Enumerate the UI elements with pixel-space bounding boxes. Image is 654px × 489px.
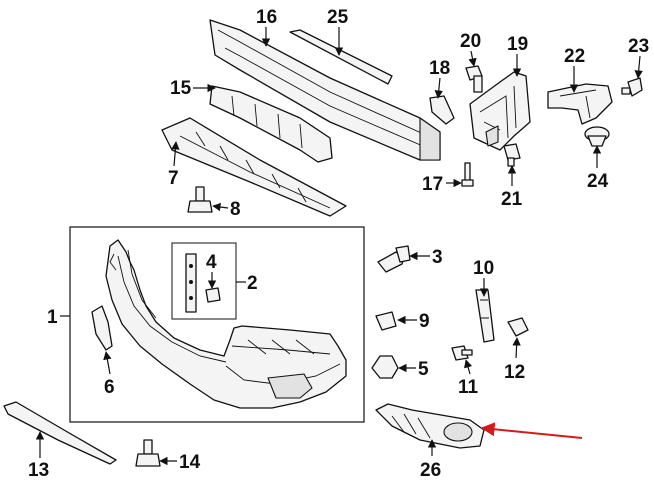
callout-8: 8 (230, 199, 241, 220)
callout-16: 16 (256, 7, 277, 28)
part-23-clip (621, 77, 643, 97)
part-16-impact-bar (209, 19, 441, 161)
callout-20: 20 (460, 31, 481, 52)
part-20-bolt (465, 65, 483, 93)
callout-11: 11 (458, 377, 479, 398)
callout-15: 15 (170, 78, 192, 99)
part-17-stud (461, 162, 474, 187)
part-6-fog-cap (91, 305, 113, 351)
callout-26: 26 (420, 460, 441, 481)
callout-10: 10 (473, 258, 494, 279)
callout-12: 12 (504, 362, 525, 383)
part-19-mount-bracket (469, 71, 531, 151)
part-12-clip (507, 317, 529, 337)
part-13-lower-strip (3, 401, 117, 465)
part-15-absorber (209, 85, 333, 163)
callout-2: 2 (247, 273, 258, 294)
callout-22: 22 (564, 46, 585, 67)
part-4-clip (205, 287, 221, 303)
part-22-side-bracket (547, 83, 613, 125)
part-1-bumper-cover (105, 239, 347, 409)
bumper-assembly-box (69, 226, 365, 423)
part-26-fog-bezel (375, 403, 485, 449)
leader-lines (35, 27, 643, 466)
callout-23: 23 (628, 36, 649, 57)
part-9-clip (375, 311, 397, 331)
part-2-bracket-plate (171, 242, 237, 320)
callout-14: 14 (179, 452, 201, 473)
part-14-bolt (135, 439, 161, 467)
callout-9: 9 (419, 311, 430, 332)
highlight-arrow (480, 422, 583, 439)
part-24-grommet (584, 126, 610, 147)
part-18-bracket (429, 95, 455, 125)
callout-17: 17 (422, 174, 443, 195)
callout-19: 19 (507, 34, 528, 55)
callout-25: 25 (327, 7, 349, 28)
part-5-retainer (371, 355, 399, 379)
callout-labels: 16 25 15 7 8 18 20 19 22 23 24 21 17 1 4… (28, 7, 649, 481)
callout-1: 1 (47, 307, 58, 328)
callout-13: 13 (28, 460, 49, 481)
callout-5: 5 (418, 359, 429, 380)
callout-24: 24 (587, 171, 609, 192)
callout-7: 7 (168, 168, 179, 189)
part-10-guide (475, 289, 495, 343)
callout-18: 18 (429, 58, 450, 79)
callout-3: 3 (432, 247, 443, 268)
part-25-strip (289, 29, 393, 85)
callout-6: 6 (104, 377, 115, 398)
part-3-bolt (377, 245, 411, 273)
part-8-bolt (187, 186, 213, 213)
callout-4: 4 (206, 252, 217, 273)
part-21-bolt (503, 143, 521, 167)
callout-21: 21 (501, 189, 523, 210)
part-11-bolt (451, 345, 473, 361)
part-7-deflector (161, 117, 347, 217)
